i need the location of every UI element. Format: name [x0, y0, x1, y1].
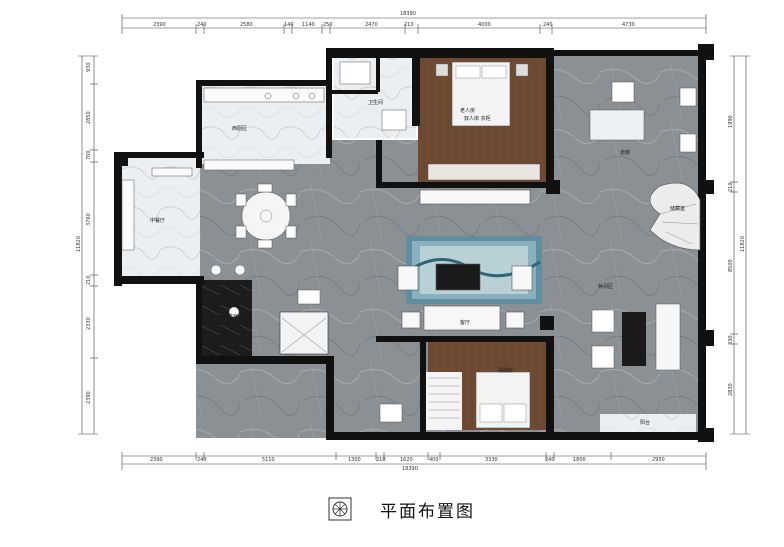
dim-label: 1140: [302, 22, 315, 28]
dim-label: 250: [323, 22, 333, 28]
dim-label: 2580: [240, 22, 253, 28]
dim-label: 240: [197, 457, 207, 463]
dim-label: 2930: [652, 457, 665, 463]
dim-label: 1990: [728, 115, 734, 128]
dim-label: 330: [728, 335, 734, 345]
dim-label: 240: [543, 22, 553, 28]
room-label-balcony: 阳台: [640, 419, 650, 426]
dim-label: 2850: [86, 111, 92, 124]
dim-label: 210: [376, 457, 386, 463]
dim-label: 2470: [365, 22, 378, 28]
room-label-storage: 储藏室: [670, 205, 685, 212]
dim-label: 3760: [86, 213, 92, 226]
left-dimensions: [78, 55, 98, 435]
title-row: 平面布置图: [328, 496, 475, 522]
secondary-bed: [428, 371, 531, 429]
dim-label: 210: [728, 182, 734, 192]
living-sofa-set: [397, 189, 533, 331]
dim-label: 1800: [573, 457, 586, 463]
master-bed: [427, 61, 541, 181]
room-label-dining: 中餐厅: [150, 217, 165, 224]
left-dimension-labels: 930 2850 700 3760 210 2330 2390 11820: [76, 62, 92, 404]
dim-label: 3330: [485, 457, 498, 463]
dim-label: 2330: [86, 317, 92, 330]
room-labels: 老人房 双人床 衣柜 保姆房 西厨区 中餐厅 卫生间 客厅 休闲区 走廊 茶室 …: [150, 99, 685, 426]
dim-label: 1620: [400, 457, 413, 463]
dim-label: 240: [197, 22, 207, 28]
dim-label: 210: [86, 275, 92, 285]
lounge-furniture: [589, 81, 701, 371]
right-dimensions: [730, 55, 750, 435]
room-label-secondary: 保姆房: [498, 367, 513, 374]
room-label-master: 老人房: [460, 107, 475, 114]
kitchen-counters: [121, 87, 325, 251]
room-label-living: 客厅: [460, 319, 470, 326]
left-total-label: 11820: [76, 236, 82, 252]
dim-label: 400: [429, 457, 439, 463]
dim-label: 1300: [348, 457, 361, 463]
dim-label: 240: [545, 457, 555, 463]
room-label-lounge: 休闲区: [598, 283, 613, 290]
dim-label: 2390: [86, 391, 92, 404]
dim-label: 2390: [153, 22, 166, 28]
top-dimensions: [121, 14, 707, 34]
right-total-label: 11820: [740, 236, 746, 252]
dim-label: 930: [86, 62, 92, 72]
bottom-dimensions: [121, 452, 707, 470]
right-dimension-labels: 1990 210 8500 330 2830 11820: [728, 115, 746, 396]
top-dimension-labels: 18390 2390 240 2580 140 1140 250 2470 21…: [153, 11, 635, 28]
room-label-bath: 卫生间: [368, 99, 383, 106]
dim-label: 2390: [150, 457, 163, 463]
bottom-dimension-labels: 2390 240 5110 1300 210 1620 400 3330 240…: [150, 457, 665, 472]
page-title: 平面布置图: [380, 501, 475, 522]
top-total-label: 18390: [400, 11, 416, 17]
floors: [122, 56, 706, 438]
bottom-total-label: 18390: [402, 466, 418, 472]
room-label-master-sub: 双人床 衣柜: [464, 115, 491, 122]
dim-label: 700: [86, 150, 92, 160]
logo-icon: [328, 497, 352, 521]
dim-label: 210: [404, 22, 414, 28]
room-label-tea: 茶室: [228, 313, 238, 320]
dining-set: [235, 183, 297, 249]
dim-label: 4000: [478, 22, 491, 28]
room-label-corridor: 走廊: [620, 149, 630, 156]
room-label-kitchen: 西厨区: [232, 126, 247, 132]
dim-label: 140: [284, 22, 294, 28]
dim-label: 8500: [728, 259, 734, 272]
dim-label: 4730: [622, 22, 635, 28]
walls: [114, 44, 714, 442]
dim-label: 2830: [728, 383, 734, 396]
misc-fixtures: [210, 61, 407, 423]
dim-label: 5110: [262, 457, 275, 463]
